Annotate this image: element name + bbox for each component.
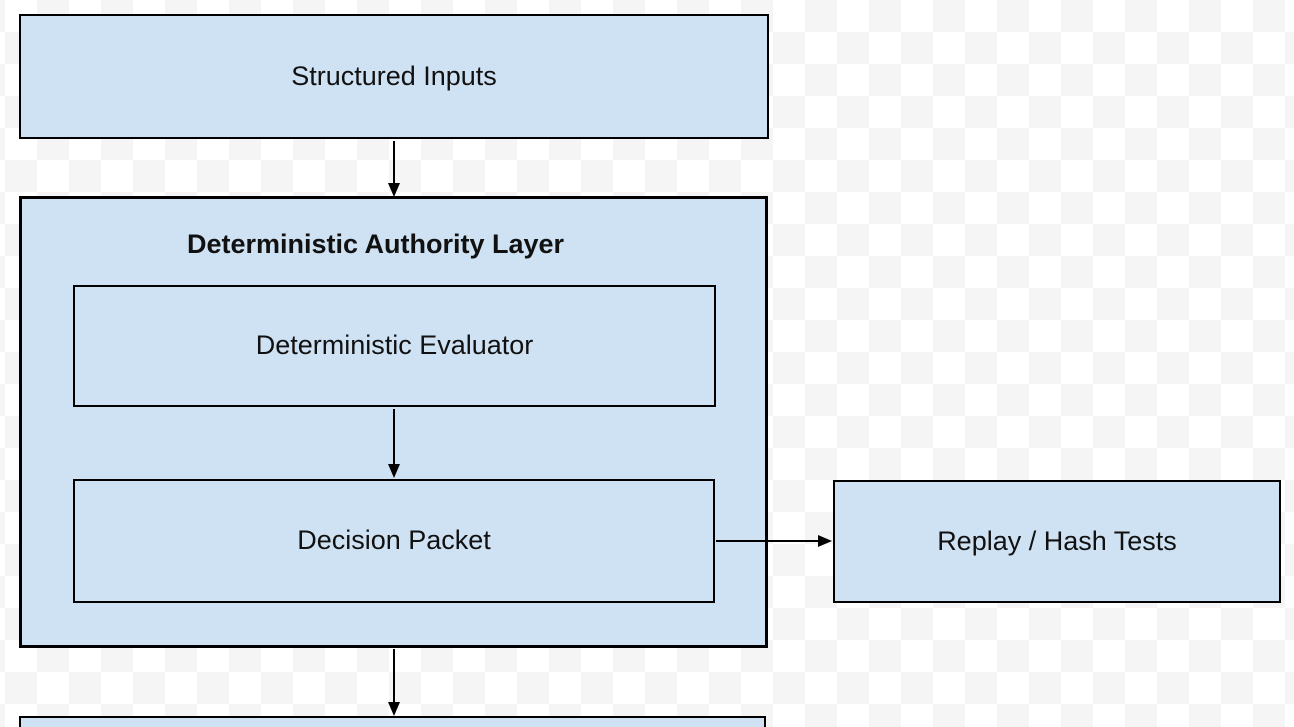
authority-layer-title: Deterministic Authority Layer: [186, 229, 565, 259]
bottom-partial-node: [19, 716, 766, 727]
connector-line: [393, 141, 395, 184]
decision-packet-label: Decision Packet: [297, 525, 491, 556]
decision-packet-node: Decision Packet: [73, 479, 715, 603]
structured-inputs-label: Structured Inputs: [291, 60, 497, 91]
arrowhead-right-icon: [818, 535, 832, 547]
deterministic-evaluator-node: Deterministic Evaluator: [73, 285, 716, 407]
replay-hash-tests-node: Replay / Hash Tests: [833, 480, 1281, 603]
connector-line: [716, 540, 819, 542]
replay-hash-tests-label: Replay / Hash Tests: [937, 525, 1177, 556]
connector-line: [393, 649, 395, 703]
connector-line: [393, 409, 395, 465]
arrowhead-down-icon: [388, 702, 400, 716]
arrowhead-down-icon: [388, 183, 400, 197]
deterministic-evaluator-label: Deterministic Evaluator: [255, 330, 534, 361]
arrowhead-down-icon: [388, 464, 400, 478]
structured-inputs-node: Structured Inputs: [19, 14, 769, 139]
